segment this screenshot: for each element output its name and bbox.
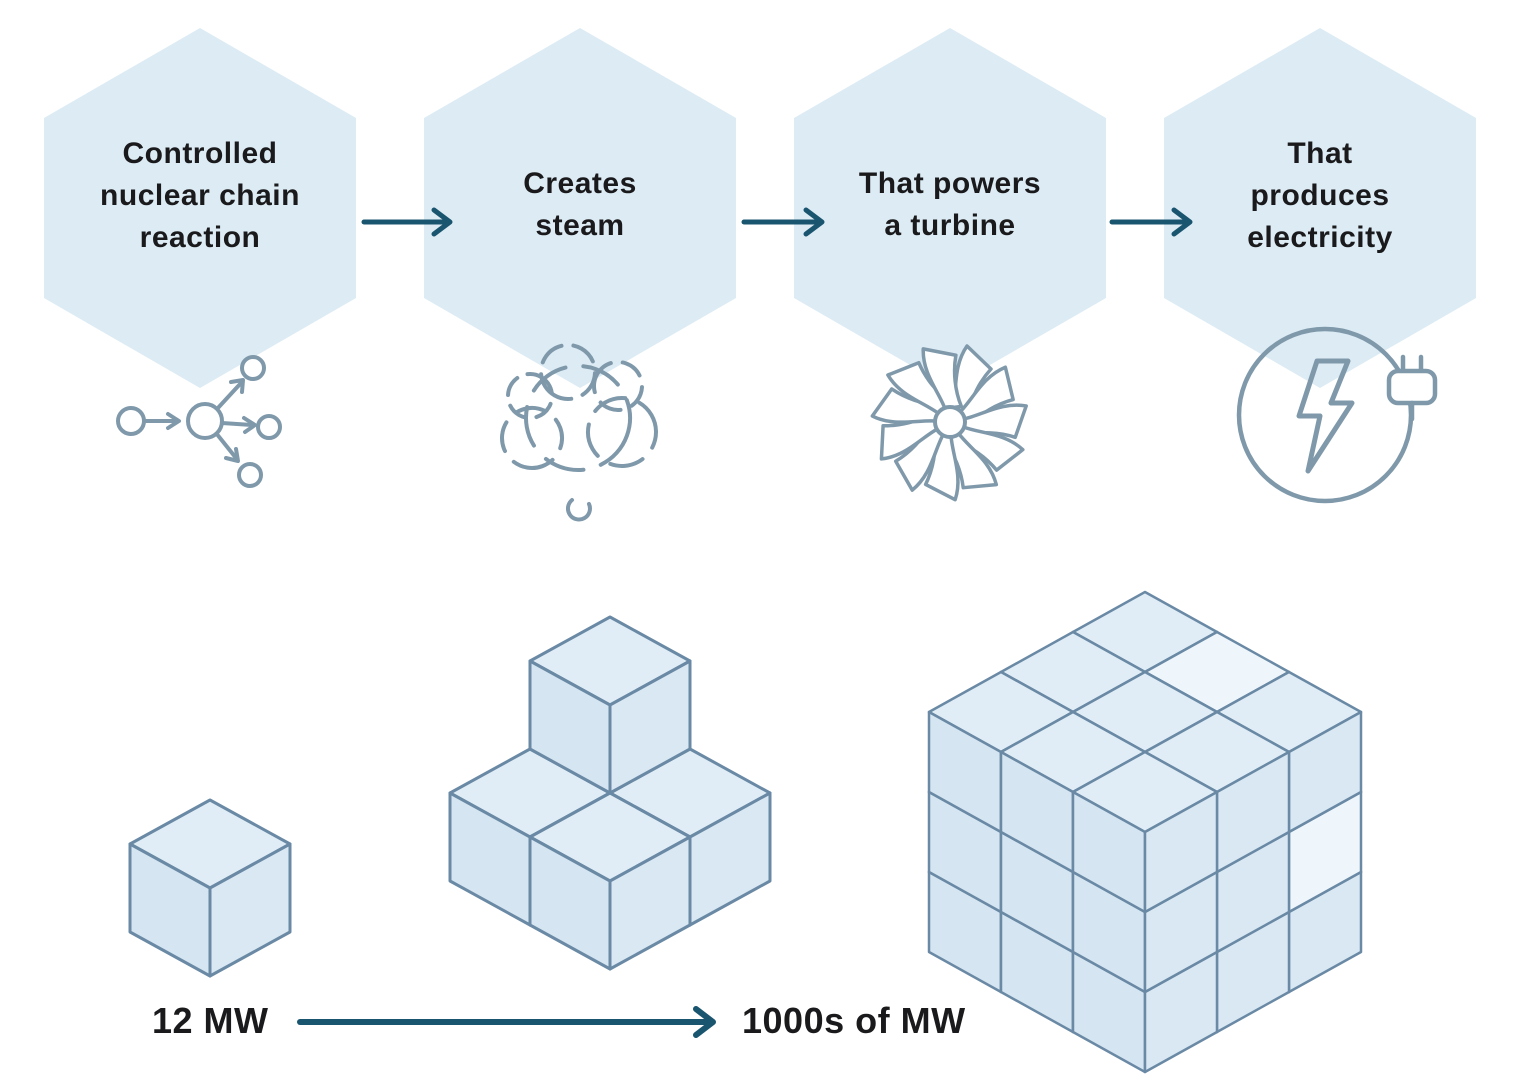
flow-arrow-2	[741, 207, 825, 237]
cube-face	[608, 659, 692, 795]
flow-arrow-3	[1109, 207, 1193, 237]
step-label-3: That powers a turbine	[858, 167, 1042, 242]
hexagon-step-2	[424, 28, 736, 388]
cube-face	[208, 842, 292, 978]
cube-cluster-large	[927, 590, 1363, 1074]
lightning-bolt-icon	[1296, 358, 1355, 474]
chain-reaction-icon	[116, 355, 282, 488]
turbine-icon	[870, 344, 1028, 502]
hexagon-step-1	[44, 28, 356, 388]
cube-cluster-medium	[448, 615, 772, 971]
scale-start-label: 12 MW	[152, 1000, 269, 1041]
step-label-2: Creates steam	[523, 167, 637, 242]
steam-icon	[500, 343, 658, 522]
step-label-1: Controlled nuclear chain reaction	[100, 137, 300, 254]
scale-arrow	[297, 1006, 716, 1038]
step-label-4: That produces electricity	[1247, 137, 1393, 254]
cube-single-module	[128, 798, 292, 978]
electricity-icon	[1236, 326, 1438, 504]
cube-face	[608, 835, 692, 971]
step-hexagons	[44, 28, 1476, 388]
plug-icon	[1386, 354, 1438, 422]
cube-face	[1143, 790, 1219, 914]
hexagon-step-3	[794, 28, 1106, 388]
flow-arrows	[361, 207, 1193, 237]
flow-arrow-1	[361, 207, 453, 237]
scale-end-label: 1000s of MW	[742, 1000, 966, 1041]
hexagon-step-4	[1164, 28, 1476, 388]
